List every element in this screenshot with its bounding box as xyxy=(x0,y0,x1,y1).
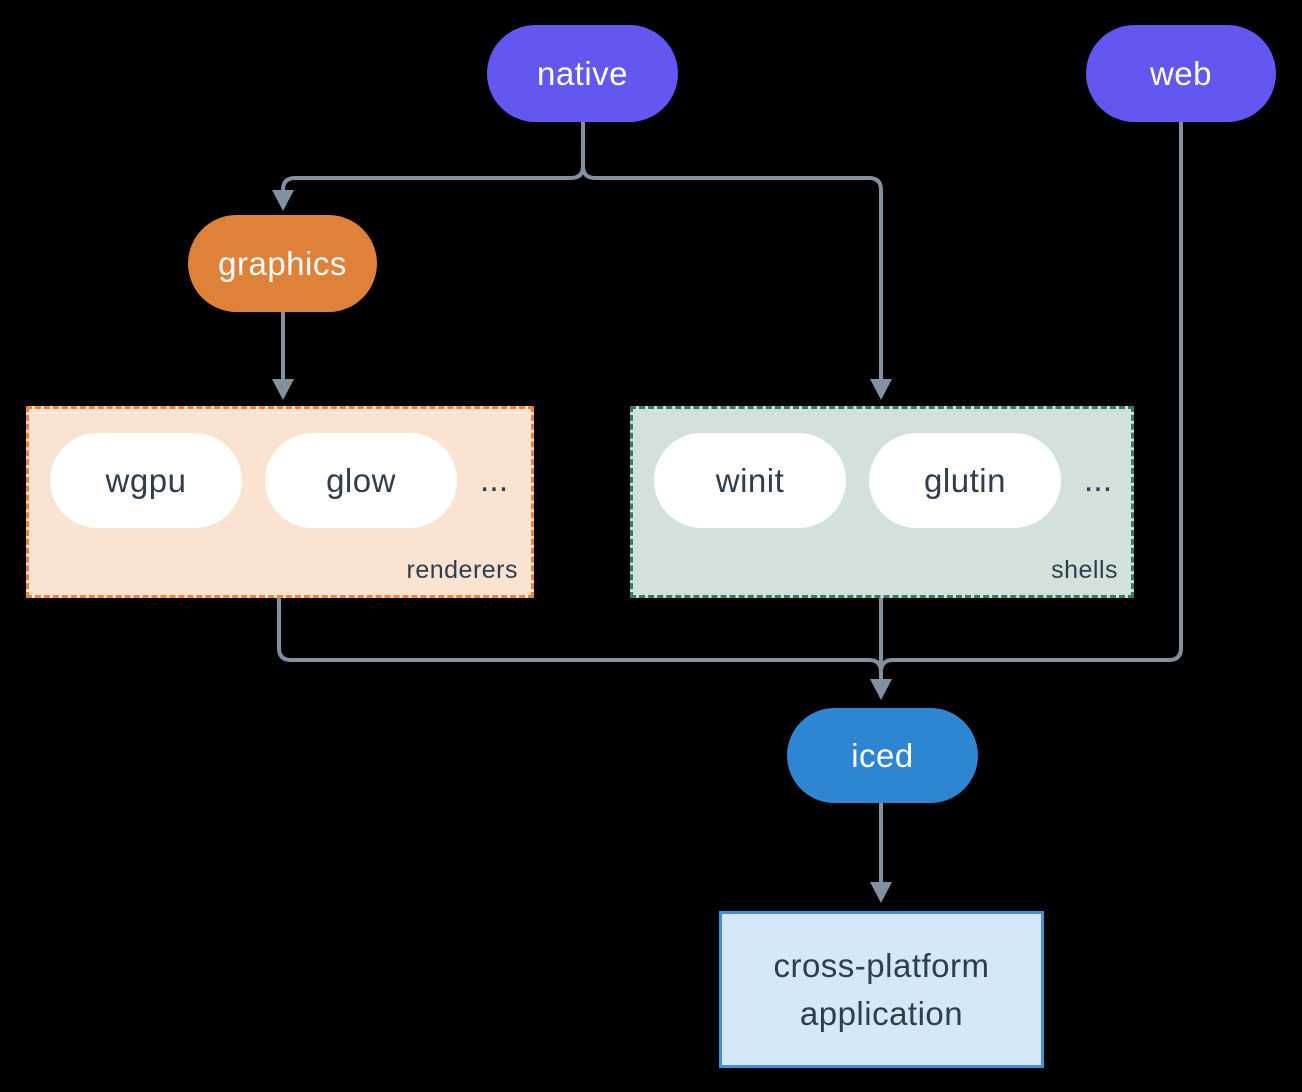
connector-renderers-to-iced xyxy=(277,598,883,673)
group-renderers: wgpu glow ... renderers xyxy=(26,406,534,598)
node-cross-platform-application: cross-platform application xyxy=(719,911,1044,1068)
node-glutin: glutin xyxy=(869,433,1061,528)
arrowhead-graphics xyxy=(272,190,294,211)
connector-native-to-graphics xyxy=(281,122,585,192)
node-wgpu: wgpu xyxy=(50,433,242,528)
application-label-line1: cross-platform xyxy=(773,946,990,984)
node-native: native xyxy=(487,25,678,122)
arrowhead-shells xyxy=(870,379,892,400)
arrowhead-iced xyxy=(870,679,892,700)
node-graphics: graphics xyxy=(188,215,377,312)
arrowhead-renderers xyxy=(272,379,294,400)
renderers-group-label: renderers xyxy=(406,556,518,584)
node-iced: iced xyxy=(787,708,978,803)
renderers-ellipsis: ... xyxy=(479,461,509,499)
node-glow: glow xyxy=(265,433,457,528)
arrowhead-application xyxy=(870,882,892,903)
node-winit: winit xyxy=(654,433,846,528)
group-shells: winit glutin ... shells xyxy=(630,406,1134,598)
shells-group-label: shells xyxy=(1051,556,1118,584)
application-label-line2: application xyxy=(799,994,964,1032)
connector-native-to-shells xyxy=(581,122,883,381)
shells-ellipsis: ... xyxy=(1083,461,1113,499)
node-web: web xyxy=(1086,25,1276,122)
